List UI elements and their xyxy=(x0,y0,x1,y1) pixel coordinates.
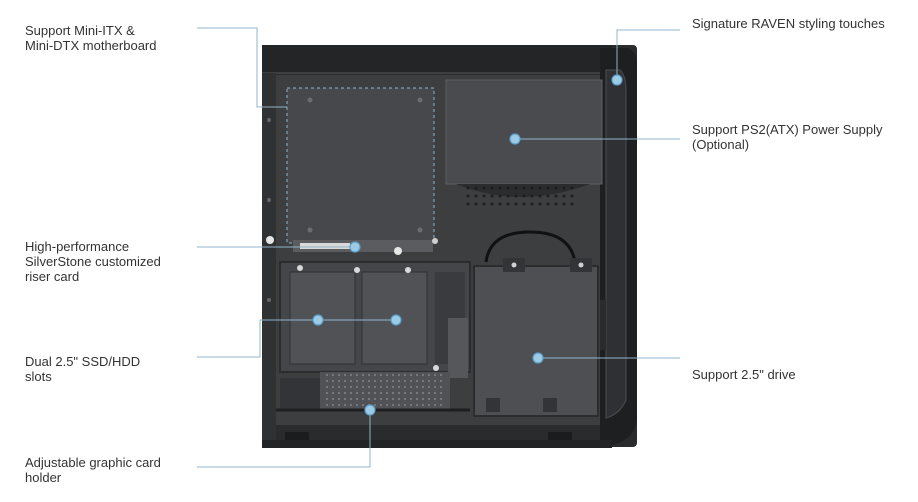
callout-gpu-holder: Adjustable graphic card holder xyxy=(25,455,161,485)
riser-dot xyxy=(349,241,361,253)
callout-motherboard: Support Mini-ITX & Mini-DTX motherboard xyxy=(25,23,157,53)
drive-dot xyxy=(532,352,544,364)
callout-raven-line-1: Signature RAVEN styling touches xyxy=(692,16,885,31)
psu-bay xyxy=(445,79,603,207)
ssd-dot-1 xyxy=(312,314,324,326)
callout-drive-line-1: Support 2.5" drive xyxy=(692,367,796,382)
callout-raven: Signature RAVEN styling touches xyxy=(692,16,885,31)
callout-ssd-line-2: slots xyxy=(25,369,52,384)
callout-riser-line-3: riser card xyxy=(25,269,80,284)
riser-card xyxy=(266,236,438,255)
case-feet xyxy=(262,432,612,448)
callout-psu-line-1: Support PS2(ATX) Power Supply xyxy=(692,122,883,137)
motherboard-area xyxy=(286,87,435,244)
callout-psu-line-2: (Optional) xyxy=(692,137,750,152)
ssd-cage xyxy=(279,261,471,378)
psu-dot xyxy=(509,133,521,145)
ssd-dot-2 xyxy=(390,314,402,326)
callout-motherboard-line-2: Mini-DTX motherboard xyxy=(25,38,157,53)
gpu-holder xyxy=(276,372,470,412)
callout-riser-line-1: High-performance xyxy=(25,239,130,254)
drive-bracket xyxy=(473,258,606,417)
callout-psu: Support PS2(ATX) Power Supply (Optional) xyxy=(692,122,883,152)
callout-drive: Support 2.5" drive xyxy=(692,367,796,382)
callout-riser-line-2: SilverStone customized xyxy=(25,254,161,269)
callout-motherboard-line-1: Support Mini-ITX & xyxy=(25,23,135,38)
callout-ssd: Dual 2.5" SSD/HDD slots xyxy=(25,354,140,384)
callout-riser: High-performance SilverStone customized … xyxy=(25,239,161,284)
raven-dot xyxy=(611,74,623,86)
callout-gpu-holder-line-2: holder xyxy=(25,470,62,485)
leader-lines xyxy=(197,27,680,468)
callout-ssd-line-1: Dual 2.5" SSD/HDD xyxy=(25,354,141,369)
gpu-holder-dot xyxy=(364,404,376,416)
callout-dots xyxy=(312,74,623,416)
callout-gpu-holder-line-1: Adjustable graphic card xyxy=(25,455,161,470)
